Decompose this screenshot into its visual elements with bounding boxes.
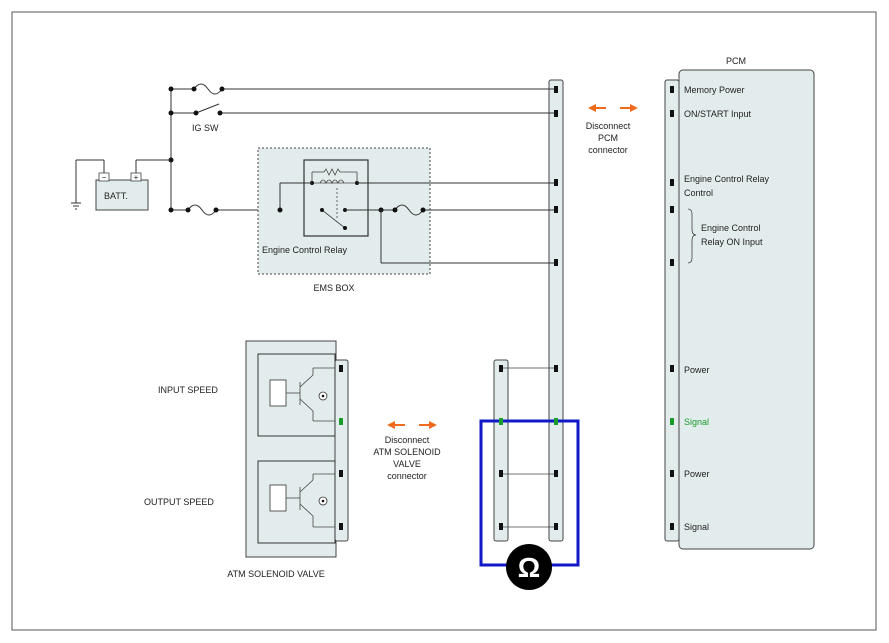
engine-control-relay-label: Engine Control Relay (262, 245, 348, 255)
disconnect-atm-label-1: Disconnect (385, 435, 430, 445)
pcm-pin-memory-power (670, 86, 674, 93)
pcm-label-power-2: Power (684, 469, 710, 479)
engine-control-relay-body (303, 159, 369, 237)
pcm-label-ecr-control-1: Engine Control Relay (684, 174, 770, 184)
batt-plus-sign: + (134, 173, 139, 182)
ecr-on-brace (687, 208, 697, 264)
atm-solenoid-valve-label: ATM SOLENOID VALVE (227, 569, 325, 579)
pcm-label-signal-1: Signal (684, 417, 709, 427)
pcm-label-ecr-on-1: Engine Control (701, 223, 761, 233)
ohmmeter: Ω (479, 419, 580, 590)
disconnect-pcm-arrows (588, 104, 638, 112)
pcm-connector-strip (664, 79, 680, 542)
input-speed-label: INPUT SPEED (158, 385, 218, 395)
pcm-pin-ecr-on-1 (670, 206, 674, 213)
power-wiring (71, 83, 554, 216)
pcm-label-on-start: ON/START Input (684, 109, 752, 119)
pcm-label-ecr-on-2: Relay ON Input (701, 237, 763, 247)
harness-connector-atm (493, 359, 554, 542)
disconnect-pcm-label-2: PCM (598, 133, 618, 143)
pcm-module: PCM Memory Power ON/START Input Engine C… (664, 56, 815, 550)
pcm-label-ecr-control-2: Control (684, 188, 713, 198)
output-speed-label: OUTPUT SPEED (144, 497, 214, 507)
ohm-symbol: Ω (518, 552, 540, 583)
battery: − + BATT. (95, 172, 149, 211)
batt-minus-sign: − (102, 173, 107, 182)
diagram-frame (11, 11, 877, 631)
pcm-pin-power-2 (670, 470, 674, 477)
pcm-pin-ecr-on-2 (670, 259, 674, 266)
pcm-label-memory-power: Memory Power (684, 85, 745, 95)
ig-sw-label: IG SW (192, 123, 219, 133)
pcm-pin-signal-2 (670, 523, 674, 530)
ems-box (257, 147, 554, 275)
atm-solenoid-valve (245, 340, 349, 558)
pcm-pin-signal-1 (670, 418, 674, 425)
disconnect-atm-arrows (387, 421, 437, 429)
pcm-pin-ecr-control (670, 179, 674, 186)
pcm-pin-power-1 (670, 365, 674, 372)
batt-label: BATT. (104, 191, 128, 201)
pcm-pin-on-start (670, 110, 674, 117)
disconnect-atm-label-2: ATM SOLENOID (373, 447, 441, 457)
disconnect-pcm-label-3: connector (588, 145, 628, 155)
ems-box-label: EMS BOX (313, 283, 354, 293)
pcm-label-power-1: Power (684, 365, 710, 375)
pcm-title: PCM (726, 56, 746, 66)
harness-connector-pcm (548, 79, 564, 542)
pcm-label-signal-2: Signal (684, 522, 709, 532)
disconnect-pcm-label-1: Disconnect (586, 121, 631, 131)
disconnect-atm-label-4: connector (387, 471, 427, 481)
disconnect-atm-label-3: VALVE (393, 459, 421, 469)
